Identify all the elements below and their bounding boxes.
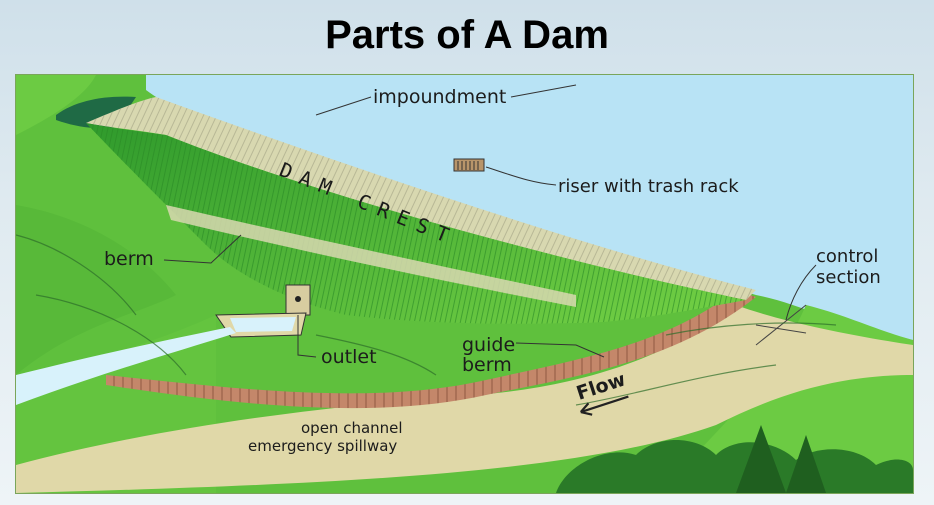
guide-berm-label-line1: guide: [462, 334, 515, 356]
guide-berm: [106, 290, 756, 409]
spillway-label-line1: open channel: [301, 419, 403, 437]
spillway-label-line2: emergency spillway: [248, 437, 397, 455]
diagram-title: Parts of A Dam: [325, 13, 609, 57]
impoundment-label: impoundment: [373, 86, 506, 108]
tree-icon: [736, 425, 786, 493]
dam-illustration: DAM CREST impoundment riser with trash r…: [16, 75, 913, 493]
control-section-label-line1: control: [816, 246, 878, 267]
riser-label: riser with trash rack: [558, 176, 739, 197]
outlet-stream: [16, 327, 236, 405]
control-section-label-line2: section: [816, 267, 881, 288]
outlet-label: outlet: [321, 346, 377, 368]
berm-label: berm: [104, 248, 154, 270]
tree-icon: [786, 435, 826, 493]
guide-berm-label-line2: berm: [462, 354, 512, 376]
impoundment-water: [146, 75, 913, 340]
berm: [166, 205, 576, 307]
dam-diagram: DAM CREST impoundment riser with trash r…: [15, 74, 914, 494]
bushes: [556, 440, 913, 493]
